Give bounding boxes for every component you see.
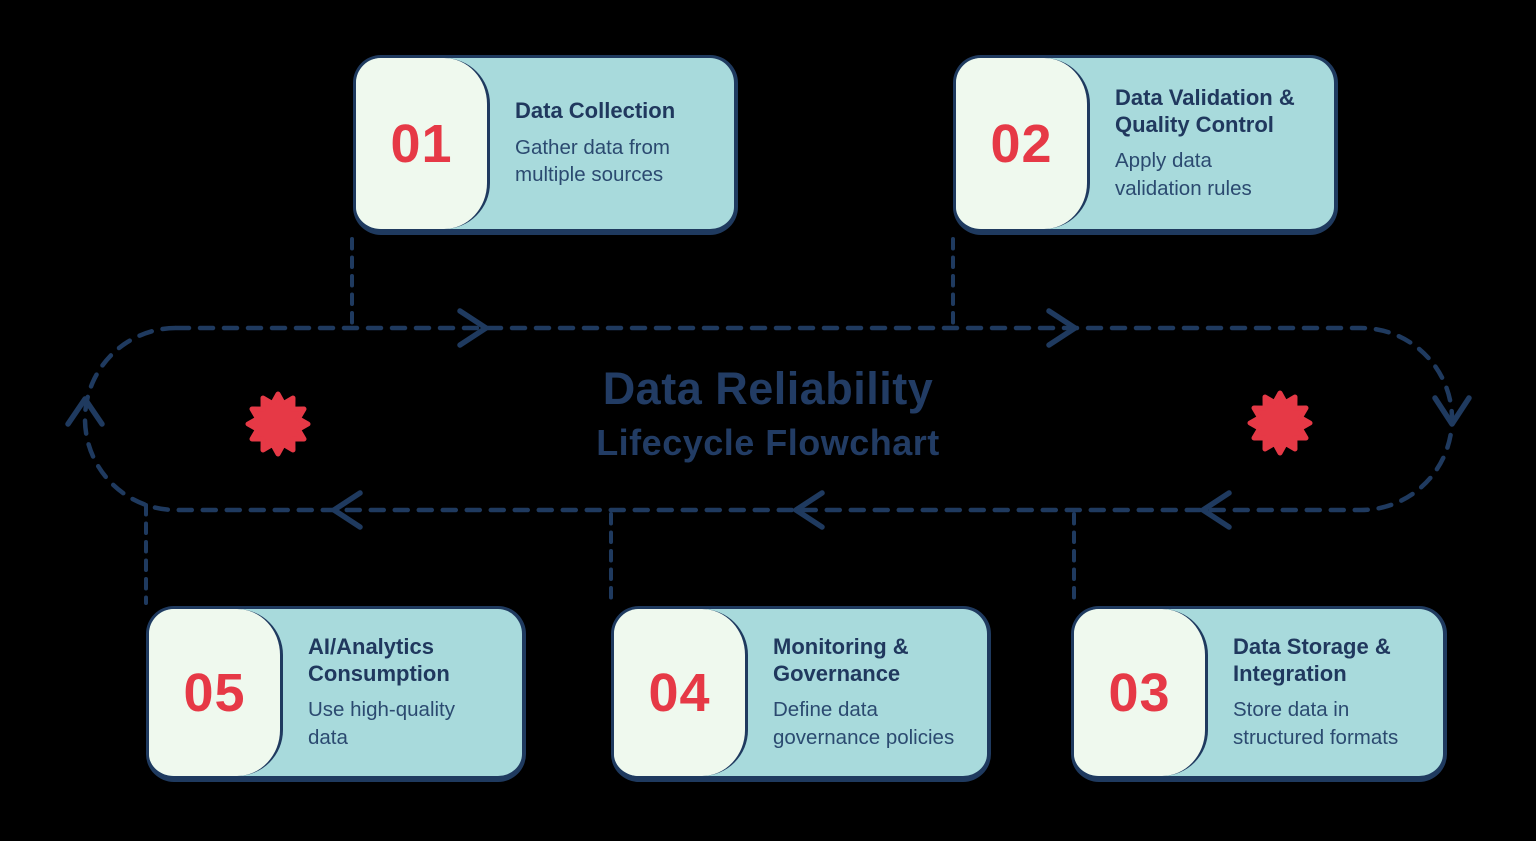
arrow-right-icon <box>457 308 489 348</box>
starburst-icon <box>245 391 311 457</box>
arrow-down-icon <box>1432 395 1472 427</box>
step-description: Store data in structured formats <box>1233 698 1399 749</box>
step-card-body: Monitoring & Governance Define data gove… <box>748 609 987 776</box>
step-number: 03 <box>1108 662 1171 723</box>
starburst-icon <box>1247 390 1313 456</box>
step-number: 01 <box>390 113 453 174</box>
step-card-02: 02 Data Validation & Quality Control App… <box>953 55 1338 235</box>
arrow-left-icon <box>1200 490 1232 530</box>
step-description: Use high-quality data <box>308 698 455 749</box>
step-card-04: 04 Monitoring & Governance Define data g… <box>611 606 991 782</box>
step-number: 02 <box>990 113 1053 174</box>
step-card-body: Data Storage & Integration Store data in… <box>1208 609 1443 776</box>
step-description: Gather data from multiple sources <box>515 135 670 187</box>
step-title: Data Storage & Integration <box>1233 633 1391 686</box>
step-card-body: Data Collection Gather data from multipl… <box>490 58 734 229</box>
arrow-up-icon <box>65 396 105 427</box>
step-card-03: 03 Data Storage & Integration Store data… <box>1071 606 1447 782</box>
step-card-05: 05 AI/Analytics Consumption Use high-qua… <box>146 606 526 782</box>
step-title: Monitoring & Governance <box>773 633 909 686</box>
step-title: Data Collection <box>515 98 676 124</box>
step-number-panel: 03 <box>1074 609 1208 776</box>
step-title: AI/Analytics Consumption <box>308 633 450 686</box>
step-number-panel: 04 <box>614 609 748 776</box>
step-card-body: AI/Analytics Consumption Use high-qualit… <box>283 609 522 776</box>
arrow-left-icon <box>331 490 363 530</box>
step-description: Define data governance policies <box>773 698 955 749</box>
step-number-panel: 02 <box>956 58 1090 229</box>
diagram-title: Data Reliability Lifecycle Flowchart <box>0 364 1536 462</box>
step-number: 04 <box>648 662 711 723</box>
arrow-left-icon <box>793 490 825 530</box>
step-number-panel: 01 <box>356 58 490 229</box>
diagram-title-line1: Data Reliability <box>602 363 934 414</box>
arrow-right-icon <box>1046 308 1078 348</box>
step-card-01: 01 Data Collection Gather data from mult… <box>353 55 738 235</box>
step-description: Apply data validation rules <box>1115 149 1252 200</box>
step-title: Data Validation & Quality Control <box>1115 84 1295 137</box>
step-number: 05 <box>183 662 246 723</box>
step-card-body: Data Validation & Quality Control Apply … <box>1090 58 1334 229</box>
step-number-panel: 05 <box>149 609 283 776</box>
diagram-title-line2: Lifecycle Flowchart <box>596 421 940 463</box>
